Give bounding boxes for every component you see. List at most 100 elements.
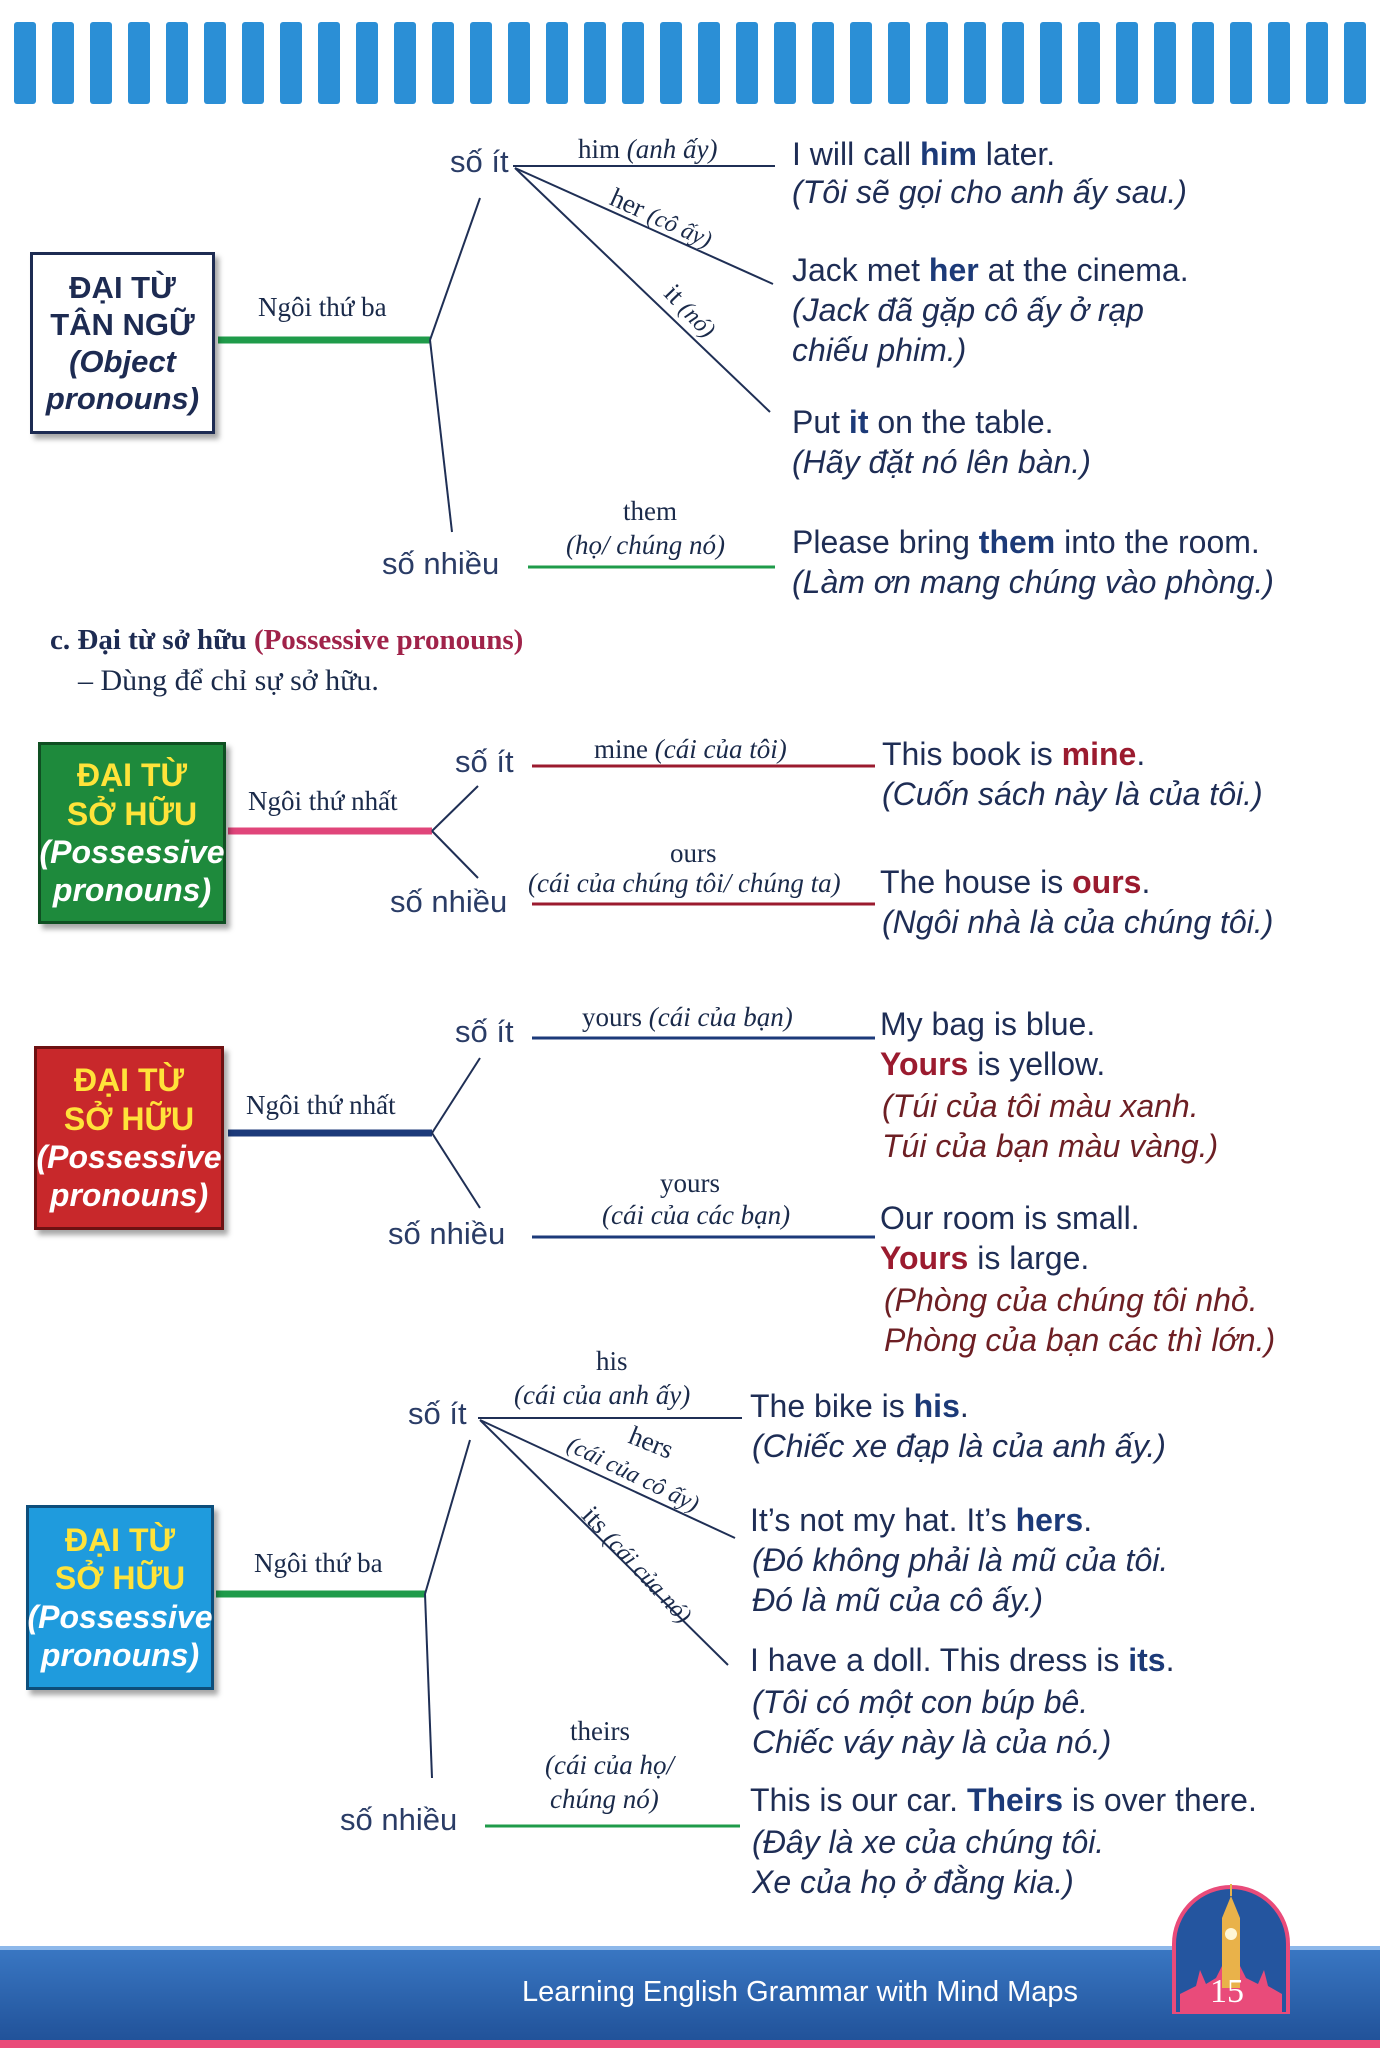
example-mine: This book is mine. <box>882 736 1146 772</box>
binding-ring <box>1154 22 1176 104</box>
binding-ring <box>584 22 606 104</box>
translation-her-1: (Jack đã gặp cô ấy ở rạp <box>792 292 1144 328</box>
binding-ring <box>1002 22 1024 104</box>
object-pronouns-box: ĐẠI TỪ TÂN NGỮ (Object pronouns) <box>30 252 215 434</box>
singular-label: số ít <box>455 1014 514 1049</box>
possessive-box-second: ĐẠI TỪ SỞ HỮU (Possessive pronouns) <box>34 1046 224 1230</box>
translation-ours: (Ngôi nhà là của chúng tôi.) <box>882 904 1274 940</box>
box-line-1: ĐẠI TỪ <box>64 1521 176 1558</box>
binding-ring <box>128 22 150 104</box>
example-yours-singular-1: My bag is blue. <box>880 1006 1096 1042</box>
translation-its-1: (Tôi có một con búp bê. <box>752 1684 1089 1720</box>
person-label: Ngôi thứ ba <box>258 292 387 322</box>
binding-ring <box>470 22 492 104</box>
translation-yours-plural-2: Phòng của bạn các thì lớn.) <box>884 1322 1276 1358</box>
them-word: them <box>623 496 677 526</box>
theirs-word: theirs <box>570 1716 630 1746</box>
example-his: The bike is his. <box>750 1388 969 1424</box>
binding-ring <box>736 22 758 104</box>
section-heading: c. Đại từ sở hữu (Possessive pronouns) <box>50 624 524 656</box>
example-it: Put it on the table. <box>792 404 1054 440</box>
binding-ring <box>166 22 188 104</box>
translation-theirs-2: Xe của họ ở đằng kia.) <box>752 1864 1074 1900</box>
binding-ring <box>888 22 910 104</box>
translation-her-2: chiếu phim.) <box>792 332 967 368</box>
big-ben-emblem <box>1172 1884 1290 2014</box>
singular-label: số ít <box>450 144 509 179</box>
box-line-4: pronouns) <box>52 872 212 909</box>
ours-meaning: (cái của chúng tôi/ chúng ta) <box>528 868 841 898</box>
translation-mine: (Cuốn sách này là của tôi.) <box>882 776 1263 812</box>
example-theirs: This is our car. Theirs is over there. <box>750 1782 1257 1818</box>
binding-ring <box>1306 22 1328 104</box>
yours-plural-meaning: (cái của các bạn) <box>602 1200 791 1230</box>
binding-ring <box>318 22 340 104</box>
translation-its-2: Chiếc váy này là của nó.) <box>752 1724 1112 1760</box>
plural-label: số nhiều <box>388 1216 506 1251</box>
page-number: 15 <box>1210 1973 1244 2010</box>
translation-them: (Làm ơn mang chúng vào phòng.) <box>792 564 1274 600</box>
example-him: I will call him later. <box>792 136 1056 172</box>
pronoun-meaning: (cái của tôi) <box>654 734 787 764</box>
example-yours-plural-1: Our room is small. <box>880 1200 1140 1236</box>
singular-label: số ít <box>408 1396 467 1431</box>
pronoun-word: yours <box>582 1002 642 1032</box>
binding-ring <box>774 22 796 104</box>
translation-his: (Chiếc xe đạp là của anh ấy.) <box>752 1428 1166 1464</box>
box-line-2: SỞ HỮU <box>63 1100 195 1137</box>
binding-ring <box>356 22 378 104</box>
plural-label: số nhiều <box>390 884 508 919</box>
footer-title: Learning English Grammar with Mind Maps <box>522 1976 1079 2008</box>
binding-ring <box>90 22 112 104</box>
translation-yours-singular-1: (Túi của tôi màu xanh. <box>882 1088 1199 1124</box>
page-footer: Learning English Grammar with Mind Maps … <box>0 1884 1380 2048</box>
binding-ring <box>52 22 74 104</box>
them-meaning: (họ/ chúng nó) <box>566 530 725 560</box>
binding-ring <box>1116 22 1138 104</box>
binding-ring <box>1078 22 1100 104</box>
box-line-3: (Possessive <box>39 834 225 870</box>
example-her: Jack met her at the cinema. <box>792 252 1189 288</box>
binding-ring <box>280 22 302 104</box>
binding-ring <box>622 22 644 104</box>
yours-singular-label: yours (cái của bạn) <box>582 1002 793 1033</box>
binding-ring <box>1192 22 1214 104</box>
example-them: Please bring them into the room. <box>792 524 1260 560</box>
pronoun-word: him <box>578 134 621 164</box>
translation-yours-singular-2: Túi của bạn màu vàng.) <box>882 1128 1219 1164</box>
binding-ring <box>926 22 948 104</box>
theirs-meaning-1: (cái của họ/ <box>545 1750 674 1780</box>
box-line-1: ĐẠI TỪ <box>73 1062 185 1099</box>
box-line-2: TÂN NGỮ <box>50 306 195 342</box>
box-line-3: (Possessive <box>36 1139 222 1175</box>
mine-label: mine (cái của tôi) <box>594 734 787 765</box>
box-line-3: (Possessive <box>27 1598 213 1635</box>
box-line-3: (Object <box>69 344 176 379</box>
binding-ring <box>204 22 226 104</box>
box-line-2: SỞ HỮU <box>54 1560 186 1597</box>
ours-word: ours <box>670 838 717 868</box>
translation-hers-2: Đó là mũ của cô ấy.) <box>752 1582 1044 1618</box>
box-line-4: pronouns) <box>49 1177 209 1214</box>
binding-ring <box>1344 22 1366 104</box>
his-meaning: (cái của anh ấy) <box>514 1380 691 1410</box>
plural-label: số nhiều <box>382 546 500 581</box>
person-label: Ngôi thứ nhất <box>246 1090 396 1120</box>
binding-ring <box>14 22 36 104</box>
his-word: his <box>596 1346 628 1376</box>
translation-hers-1: (Đó không phải là mũ của tôi. <box>752 1542 1169 1578</box>
binding-ring <box>660 22 682 104</box>
footer-background <box>0 1946 1380 2048</box>
binding-ring <box>812 22 834 104</box>
binding-ring <box>1268 22 1290 104</box>
box-line-2: SỞ HỮU <box>66 795 198 832</box>
translation-it: (Hãy đặt nó lên bàn.) <box>792 444 1091 480</box>
example-hers: It’s not my hat. It’s hers. <box>750 1502 1093 1538</box>
example-ours: The house is ours. <box>880 864 1151 900</box>
translation-theirs-1: (Đây là xe của chúng tôi. <box>752 1824 1105 1860</box>
section-note: – Dùng để chỉ sự sở hữu. <box>78 664 379 697</box>
binding-ring <box>698 22 720 104</box>
yours-plural-word: yours <box>660 1168 720 1198</box>
box-line-1: ĐẠI TỪ <box>69 269 176 305</box>
